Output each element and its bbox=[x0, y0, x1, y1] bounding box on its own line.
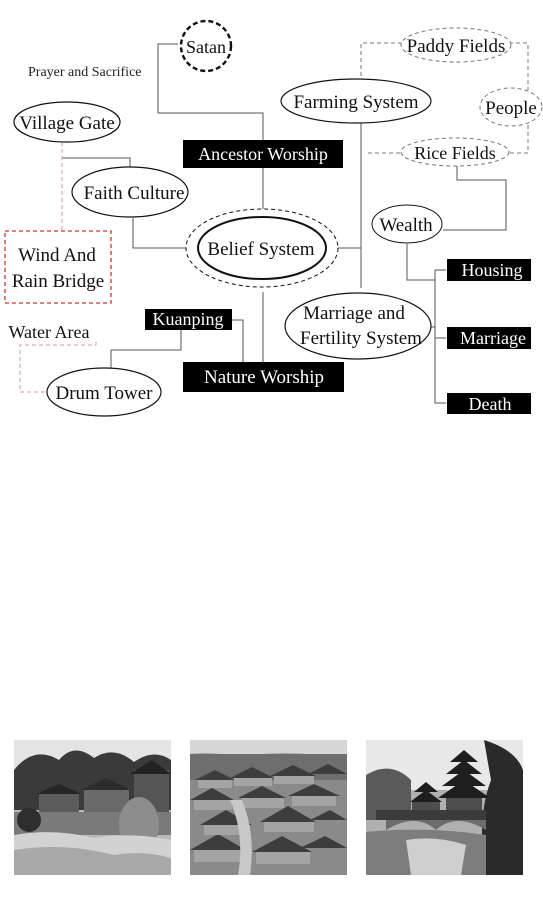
marriage-box bbox=[447, 327, 531, 349]
node-faith-culture: Faith Culture bbox=[71, 166, 189, 218]
rice-fields-label: Rice Fields bbox=[414, 143, 496, 163]
node-paddy-fields: Paddy Fields bbox=[400, 27, 512, 63]
connector-kuanping-nature bbox=[232, 319, 244, 362]
kuanping-label: Kuanping bbox=[153, 309, 224, 329]
people-ellipse bbox=[479, 87, 543, 127]
housing-label: Housing bbox=[461, 260, 522, 280]
node-housing: Housing bbox=[447, 259, 531, 281]
paddy-fields-ellipse bbox=[400, 27, 512, 63]
connector-faith-belief bbox=[132, 218, 190, 249]
wealth-ellipse bbox=[371, 204, 443, 244]
node-farming-system: Farming System bbox=[280, 78, 432, 124]
dashed-people-rice bbox=[510, 125, 529, 154]
node-marriage-fertility: Marriage and Fertility System bbox=[284, 292, 432, 360]
death-label: Death bbox=[469, 394, 512, 414]
marriage-fertility-ellipse bbox=[284, 292, 432, 360]
node-belief-system: Belief System bbox=[185, 208, 339, 288]
connector-gate-faith bbox=[62, 157, 131, 168]
death-box bbox=[447, 393, 531, 414]
drum-tower-label: Drum Tower bbox=[56, 383, 154, 404]
dashed-paddy-people bbox=[509, 42, 529, 90]
ancestor-worship-label: Ancestor Worship bbox=[198, 144, 328, 164]
ancestor-worship-box bbox=[183, 140, 343, 168]
water-area-label: Water Area bbox=[9, 322, 90, 342]
node-wind-rain-bridge: Wind And Rain Bridge bbox=[4, 230, 112, 304]
connector-satan-ancestor bbox=[157, 43, 264, 140]
drum-tower-ellipse bbox=[46, 367, 162, 417]
wind-rain-bridge-photo bbox=[366, 740, 523, 875]
housing-box bbox=[447, 259, 531, 281]
paddy-fields-label: Paddy Fields bbox=[407, 36, 506, 57]
dashed-water-drum bbox=[19, 342, 97, 393]
belief-system-label: Belief System bbox=[207, 239, 314, 260]
dashed-paddy-farming bbox=[360, 42, 402, 79]
node-death: Death bbox=[447, 393, 531, 414]
node-marriage: Marriage bbox=[447, 327, 531, 349]
node-wealth: Wealth bbox=[371, 204, 443, 244]
nature-worship-box bbox=[183, 362, 344, 392]
prayer-label: Prayer and Sacrifice bbox=[28, 65, 142, 80]
node-ancestor-worship: Ancestor Worship bbox=[183, 140, 343, 168]
node-nature-worship: Nature Worship bbox=[183, 362, 344, 392]
connector-branch-housing bbox=[434, 270, 446, 404]
kuanping-box bbox=[145, 309, 232, 330]
pink-dashed-connectors bbox=[19, 142, 97, 393]
farming-system-ellipse bbox=[280, 78, 432, 124]
node-kuanping: Kuanping bbox=[145, 309, 232, 330]
belief-system-diagram: Satan Prayer and Sacrifice Village Gate … bbox=[4, 19, 543, 417]
connector-wealth-branch bbox=[406, 244, 435, 281]
marriage-fertility-label-2: Fertility System bbox=[300, 328, 422, 349]
belief-system-inner-ellipse bbox=[197, 216, 327, 280]
wealth-label: Wealth bbox=[379, 215, 433, 236]
wind-rain-bridge-label-2: Rain Bridge bbox=[12, 271, 104, 292]
marriage-label: Marriage bbox=[460, 328, 526, 348]
connector-rice-wealth bbox=[443, 165, 507, 231]
connectors bbox=[62, 43, 507, 404]
satan-label: Satan bbox=[186, 37, 226, 57]
village-gate-ellipse bbox=[13, 101, 121, 143]
village-rooftops-photo bbox=[190, 740, 347, 875]
node-drum-tower: Drum Tower bbox=[46, 367, 162, 417]
farming-system-label: Farming System bbox=[293, 92, 418, 113]
connector-kuanping-drum bbox=[110, 330, 182, 378]
node-satan: Satan bbox=[179, 19, 233, 73]
node-village-gate: Village Gate bbox=[13, 101, 121, 143]
village-river-photo bbox=[14, 740, 171, 875]
node-people: People bbox=[479, 87, 543, 127]
village-gate-label: Village Gate bbox=[19, 113, 114, 134]
wind-rain-bridge-box bbox=[4, 230, 112, 304]
faith-culture-label: Faith Culture bbox=[84, 183, 185, 204]
rice-fields-ellipse bbox=[400, 137, 510, 167]
marriage-fertility-label-1: Marriage and bbox=[303, 303, 405, 324]
wind-rain-bridge-label-1: Wind And bbox=[18, 245, 96, 266]
satan-circle bbox=[179, 19, 233, 73]
nature-worship-label: Nature Worship bbox=[204, 367, 324, 388]
dashed-connectors bbox=[360, 42, 529, 154]
people-label: People bbox=[485, 98, 537, 119]
faith-culture-ellipse bbox=[71, 166, 189, 218]
node-rice-fields: Rice Fields bbox=[400, 137, 510, 167]
